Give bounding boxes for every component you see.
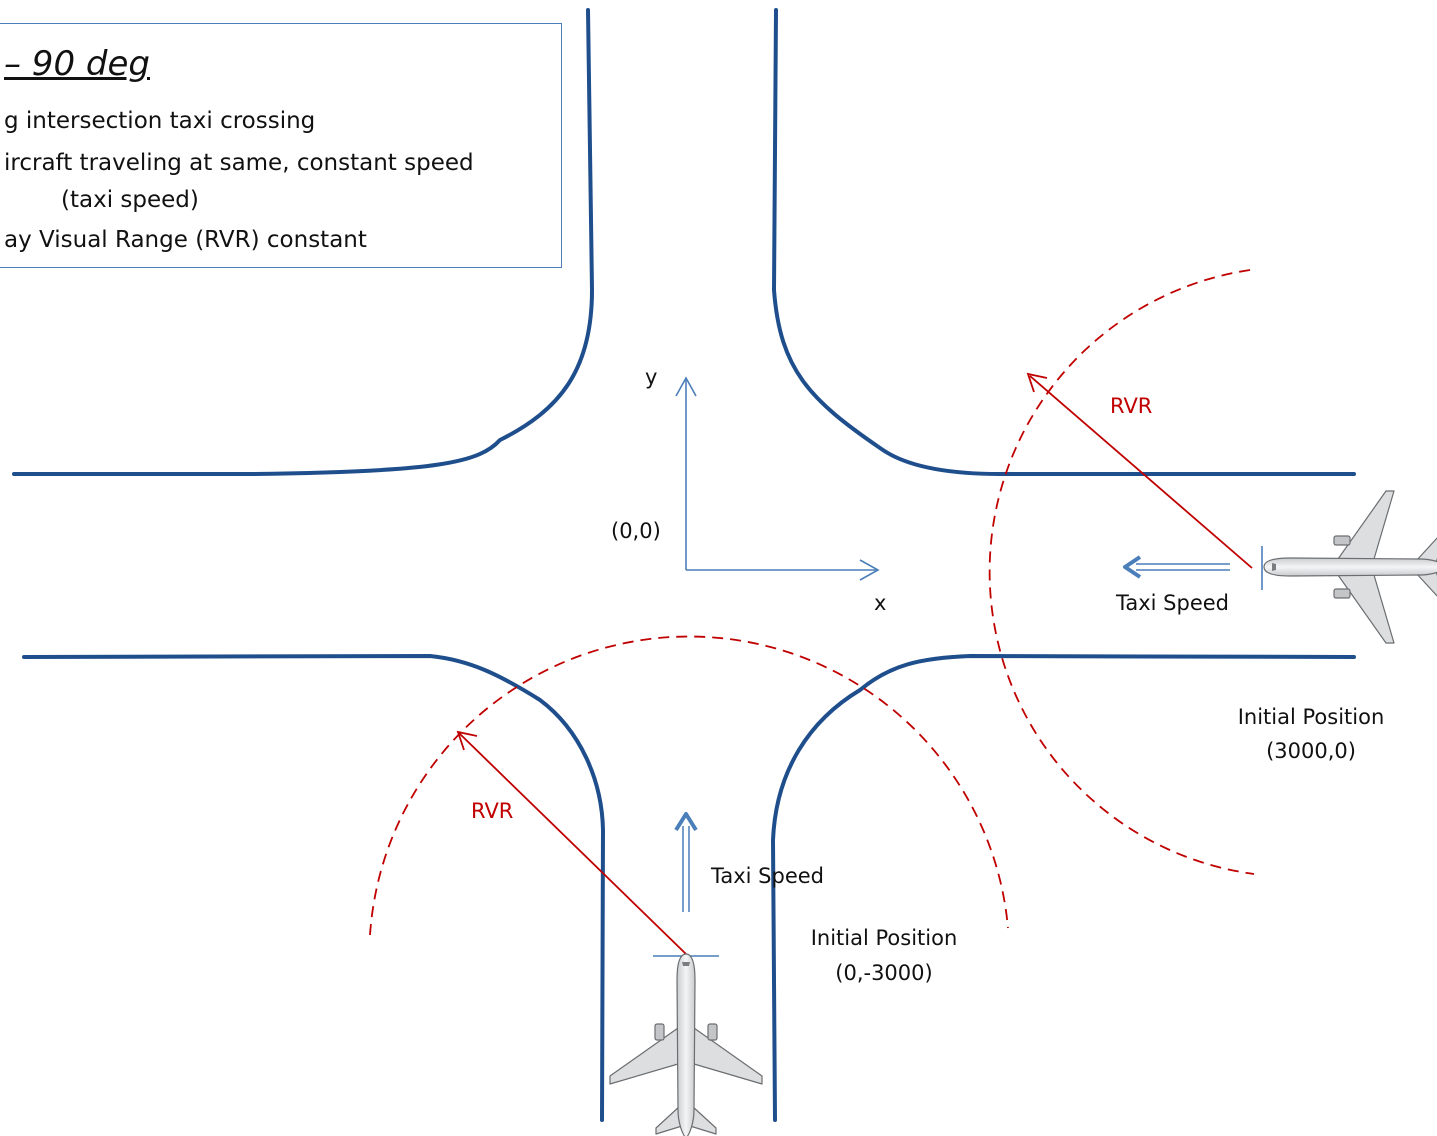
taxiway-edge-northeast (771, 8, 1356, 476)
x-axis-arrowhead (859, 559, 880, 581)
rvr-circle-east (988, 269, 1255, 875)
rvr-radius-arrows (456, 372, 1253, 955)
initial-position-coords-east: (3000,0) (1266, 739, 1356, 763)
y-axis-label: y (645, 365, 657, 389)
scenario-title: – 90 deg (4, 44, 150, 84)
aircraft-south-icon (609, 953, 763, 1136)
rvr-arrowhead-south (456, 730, 478, 751)
taxi-speed-arrow-east (1123, 555, 1230, 579)
aircraft-east-icon (1263, 490, 1437, 644)
assumption-line-3: (taxi speed) (61, 187, 199, 213)
taxi-speed-arrow-south (674, 812, 698, 912)
taxiway-edge-southwest (22, 653, 606, 1122)
rvr-arrow-south (459, 733, 687, 955)
initial-position-label-east: Initial Position (1238, 705, 1385, 729)
rvr-arrowhead-east (1026, 372, 1048, 393)
coordinate-axes (675, 376, 880, 581)
rvr-label-east: RVR (1110, 394, 1152, 418)
x-axis-label: x (874, 591, 886, 615)
taxi-speed-label-south: Taxi Speed (710, 864, 824, 888)
assumption-line-4: ay Visual Range (RVR) constant (4, 227, 367, 253)
rvr-circle-south (369, 635, 1009, 936)
assumptions-box: – 90 deg g intersection taxi crossing ir… (0, 23, 562, 268)
initial-position-label-south: Initial Position (811, 926, 958, 950)
taxiway-edge-northwest (12, 8, 595, 476)
assumption-line-1: g intersection taxi crossing (4, 108, 316, 134)
rvr-circles (369, 269, 1255, 936)
taxiway-edges (12, 8, 1356, 1122)
initial-position-coords-south: (0,-3000) (835, 961, 932, 985)
taxi-speed-label-east: Taxi Speed (1115, 591, 1229, 615)
y-axis-arrowhead (675, 376, 697, 397)
origin-label: (0,0) (611, 519, 661, 543)
rvr-arrow-east (1029, 375, 1253, 569)
taxiway-edge-southeast (770, 653, 1356, 1122)
rvr-label-south: RVR (471, 799, 513, 823)
assumption-line-2: ircraft traveling at same, constant spee… (4, 150, 474, 176)
